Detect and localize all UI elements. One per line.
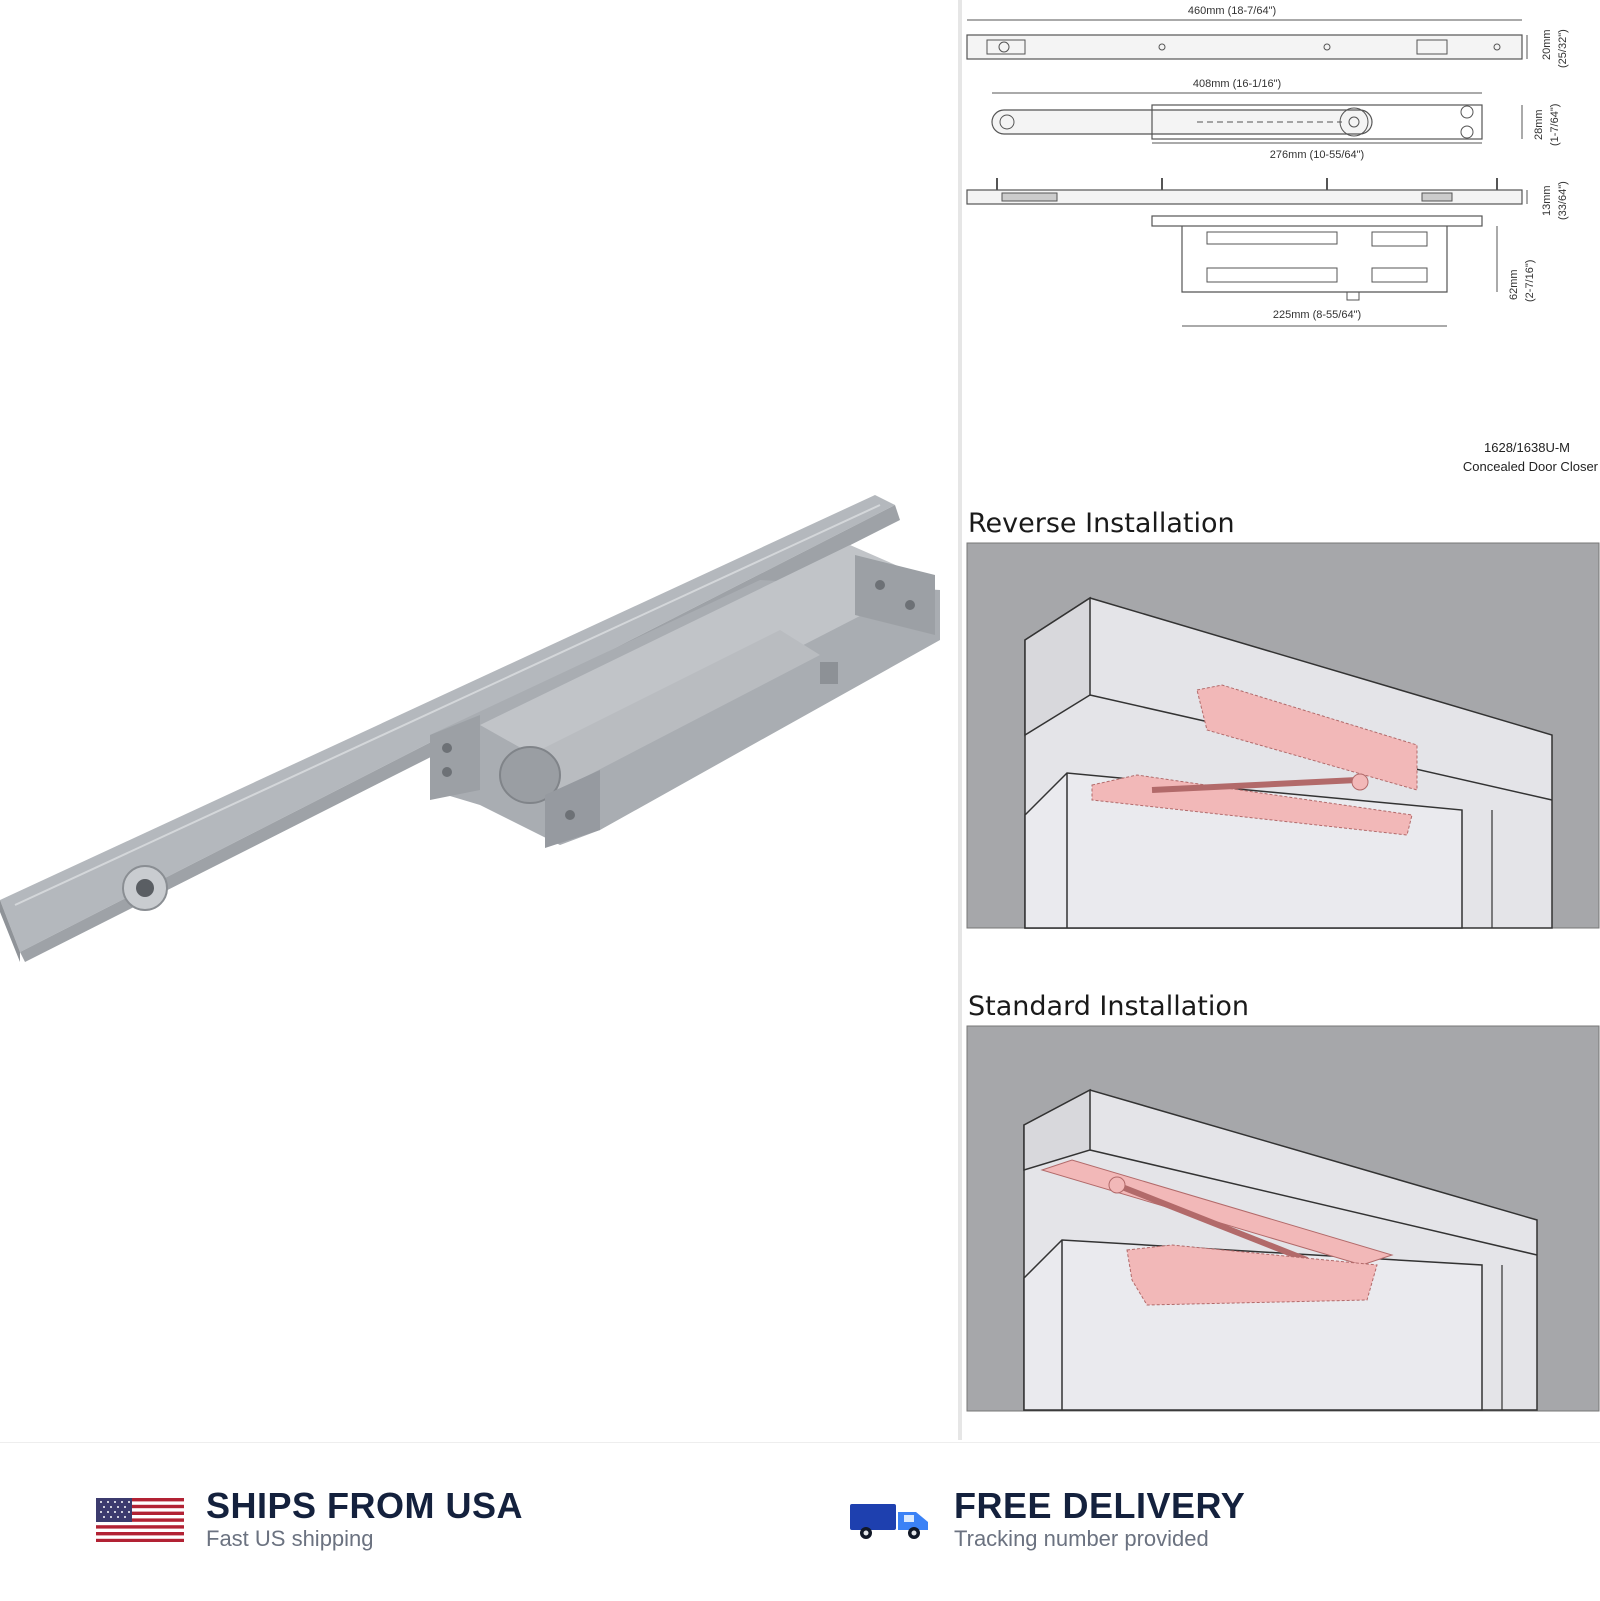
dim-height-62-in: (2-7/16") xyxy=(1524,260,1536,302)
rail-side-view xyxy=(966,189,1523,205)
rail-top-view xyxy=(966,34,1523,60)
dim-height-13: 13mm xyxy=(1541,185,1553,216)
dim-length-460: 460mm (18-7/64") xyxy=(1188,5,1276,17)
model-number: 1628/1638U-M xyxy=(1484,440,1570,455)
free-delivery-badge: FREE DELIVERY Tracking number provided xyxy=(850,1487,1245,1553)
dim-height-28-in: (1-7/64") xyxy=(1549,104,1561,146)
standard-installation-diagram xyxy=(966,1025,1600,1412)
reverse-installation-diagram xyxy=(966,542,1600,929)
usa-badge-subtitle: Fast US shipping xyxy=(206,1526,374,1551)
shipping-info-bar: SHIPS FROM USA Fast US shipping FREE DEL… xyxy=(0,1442,1600,1601)
closer-body-top xyxy=(480,545,930,770)
delivery-badge-subtitle: Tracking number provided xyxy=(954,1526,1209,1551)
door-closer-illustration xyxy=(0,495,940,962)
dim-height-20-in: (25/32") xyxy=(1557,29,1569,68)
adjustment-valve xyxy=(820,662,838,684)
product-name: Concealed Door Closer xyxy=(1463,459,1599,474)
delivery-truck-icon xyxy=(850,1504,928,1539)
dim-length-225: 225mm (8-55/64") xyxy=(1273,309,1361,321)
body-mount-plate xyxy=(1151,215,1483,227)
closer-cylinder xyxy=(520,630,820,790)
ships-from-usa-badge: SHIPS FROM USA Fast US shipping xyxy=(96,1487,523,1553)
delivery-badge-title: FREE DELIVERY xyxy=(954,1485,1246,1526)
closer-body-part-standard xyxy=(1040,1159,1394,1266)
technical-drawing: 460mm (18-7/64") 20mm (25/32") 408mm (16… xyxy=(966,5,1600,1412)
closer-arm-part-standard xyxy=(1126,1244,1378,1306)
dim-height-20: 20mm xyxy=(1541,29,1553,60)
standard-installation-title: Standard Installation xyxy=(968,991,1249,1022)
usa-badge-title: SHIPS FROM USA xyxy=(206,1485,524,1526)
dim-height-62: 62mm xyxy=(1508,269,1520,300)
closer-rail-top xyxy=(0,495,895,952)
dim-length-276: 276mm (10-55/64") xyxy=(1270,149,1364,161)
closer-body-part xyxy=(1196,684,1418,791)
usa-flag-icon xyxy=(96,1498,184,1542)
closer-rail-end xyxy=(0,900,20,962)
product-photo xyxy=(0,495,940,962)
mounting-flange-left xyxy=(430,715,480,800)
closer-body-side xyxy=(1181,226,1448,293)
spec-panel: 460mm (18-7/64") 20mm (25/32") 408mm (16… xyxy=(962,0,1600,1440)
arm-side-view xyxy=(991,109,1373,135)
dim-length-408: 408mm (16-1/16") xyxy=(1193,78,1281,90)
dim-height-28: 28mm xyxy=(1533,109,1545,140)
reverse-installation-title: Reverse Installation xyxy=(968,508,1235,539)
dim-height-13-in: (33/64") xyxy=(1557,181,1569,220)
mounting-flange-right xyxy=(855,555,935,635)
panel-divider xyxy=(958,0,962,1440)
